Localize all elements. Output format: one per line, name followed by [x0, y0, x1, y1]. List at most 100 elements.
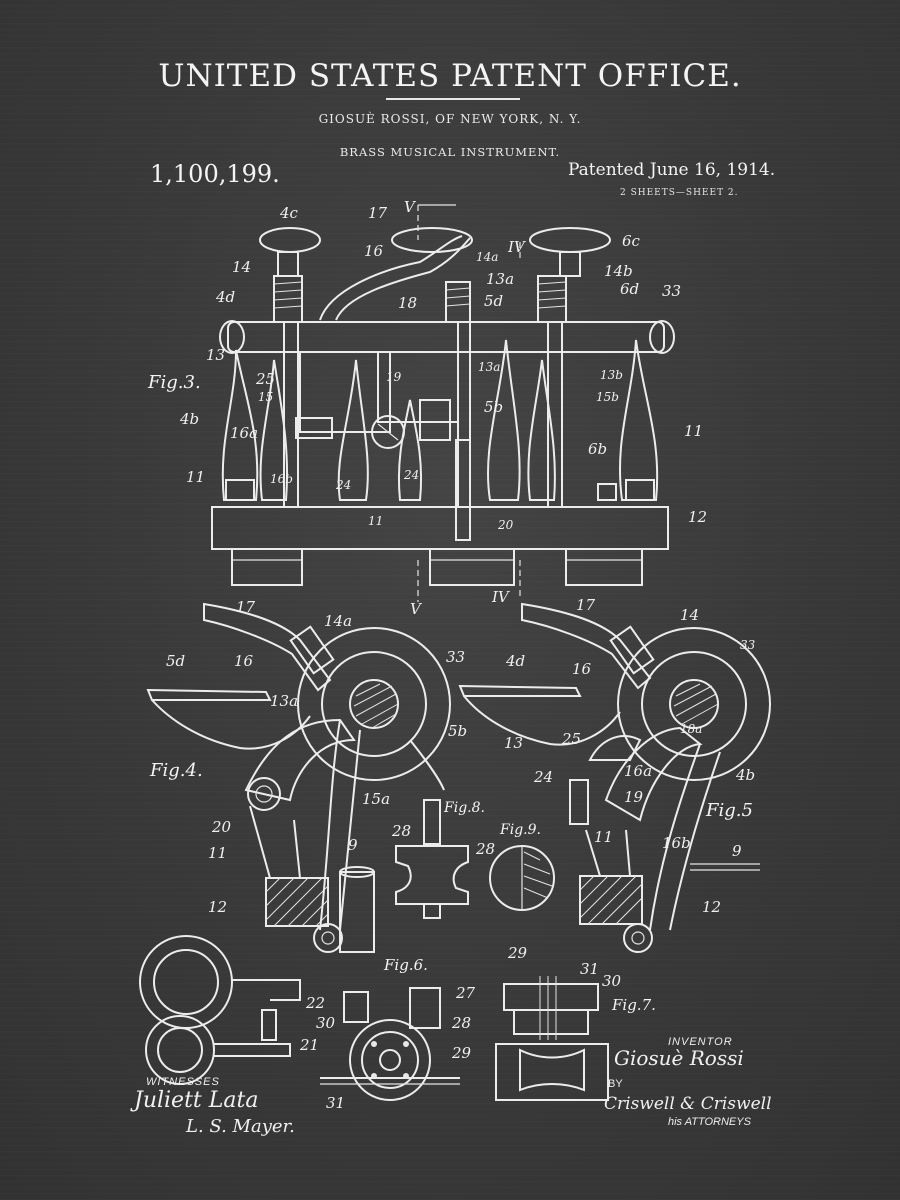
attorneys-label: his ATTORNEYS	[668, 1116, 751, 1128]
ref-numeral: 17	[236, 598, 256, 616]
ref-numeral: 6c	[622, 232, 640, 250]
ref-numeral: 13a	[486, 270, 515, 288]
ref-numeral: 11	[208, 844, 228, 862]
ref-numeral: 20	[498, 518, 514, 532]
ref-numeral: 16b	[270, 472, 293, 486]
invention-title: BRASS MUSICAL INSTRUMENT.	[339, 145, 561, 159]
ref-numeral: V	[410, 600, 421, 618]
sheet-info: 2 SHEETS—SHEET 2.	[620, 188, 739, 198]
ref-numeral: 16a	[230, 424, 259, 442]
ref-numeral: 14a	[476, 250, 499, 264]
ref-numeral: 31	[580, 960, 600, 978]
ref-numeral: 29	[452, 1044, 472, 1062]
ref-numeral: 13	[206, 346, 226, 364]
ref-numeral: 4d	[506, 652, 526, 670]
figure-3-drawing	[211, 204, 675, 602]
ref-numeral: 4c	[280, 204, 298, 222]
figure-5-drawing	[458, 602, 771, 953]
ref-numeral: 16	[572, 660, 592, 678]
ref-numeral: 13a	[270, 692, 299, 710]
figure-4-drawing	[146, 602, 451, 953]
ref-numeral: 18	[398, 294, 418, 312]
ref-numeral: 16a	[624, 762, 653, 780]
ref-numeral: 17	[576, 596, 596, 614]
figure-9-drawing	[489, 845, 555, 911]
ref-numeral: 4b	[180, 410, 200, 428]
by-label: BY	[608, 1078, 623, 1090]
ref-numeral: 17	[368, 204, 388, 222]
inventor-label: INVENTOR	[668, 1036, 733, 1048]
fig3-label: Fig.3.	[148, 372, 201, 393]
ref-numeral: 11	[594, 828, 614, 846]
ref-numeral: 15b	[596, 390, 619, 404]
ref-numeral: 15a	[362, 790, 391, 808]
ref-numeral: 29	[508, 944, 528, 962]
ref-numeral: 22	[306, 994, 326, 1012]
attorneys-signature: Criswell & Criswell	[604, 1094, 772, 1114]
ref-numeral: 30	[602, 972, 622, 990]
ref-numeral: 16	[364, 242, 384, 260]
ref-numeral: 4b	[736, 766, 756, 784]
ref-numeral: 11	[684, 422, 704, 440]
figure-7-drawing	[495, 976, 609, 1101]
fig7-label: Fig.7.	[612, 996, 656, 1014]
ref-numeral: 24	[534, 768, 554, 786]
figure-6-drawing	[320, 987, 460, 1101]
ref-numeral: 24	[404, 468, 420, 482]
ref-numeral: 6b	[588, 440, 608, 458]
ref-numeral: 33	[740, 638, 756, 652]
ref-numeral: 28	[452, 1014, 472, 1032]
ref-numeral: 12	[688, 508, 708, 526]
ref-numeral: 12	[208, 898, 228, 916]
ref-numeral: 33	[446, 648, 466, 666]
ref-numeral: 25	[256, 370, 276, 388]
ref-numeral: 24	[336, 478, 352, 492]
ref-numeral: 14	[232, 258, 252, 276]
ref-numeral: 18a	[680, 722, 703, 736]
ref-numeral: 19	[386, 370, 402, 384]
ref-numeral: 30	[316, 1014, 336, 1032]
ref-numeral: 14	[680, 606, 700, 624]
ref-numeral: 28	[392, 822, 412, 840]
ref-numeral: 16	[234, 652, 254, 670]
office-title: UNITED STATES PATENT OFFICE.	[158, 58, 742, 94]
ref-numeral: 5d	[484, 292, 504, 310]
ref-numeral: 12	[702, 898, 722, 916]
ring-attachment-drawing	[139, 935, 301, 1085]
ref-numeral: 16b	[662, 834, 691, 852]
ref-numeral: 5d	[166, 652, 186, 670]
ref-numeral: 5b	[448, 722, 468, 740]
title-underline	[386, 98, 520, 100]
fig5-label: Fig.5	[706, 800, 753, 821]
patent-number: 1,100,199.	[150, 160, 280, 188]
ref-numeral: 31	[326, 1094, 346, 1112]
witness-signature-1: Juliett Lata	[134, 1088, 259, 1113]
witnesses-label: WITNESSES	[146, 1076, 220, 1088]
ref-numeral: 13a	[478, 360, 501, 374]
ref-numeral: 25	[562, 730, 582, 748]
ref-numeral: 19	[624, 788, 644, 806]
ref-numeral: IV	[508, 238, 525, 256]
ref-numeral: IV	[492, 588, 509, 606]
ref-numeral: 6d	[620, 280, 640, 298]
ref-numeral: 33	[662, 282, 682, 300]
patent-date: Patented June 16, 1914.	[568, 160, 776, 180]
ref-numeral: 14a	[324, 612, 353, 630]
fig8-label: Fig.8.	[444, 800, 485, 816]
ref-numeral: 4d	[216, 288, 236, 306]
ref-numeral: 11	[368, 514, 384, 528]
inventor-line: GIOSUÈ ROSSI, OF NEW YORK, N. Y.	[318, 112, 582, 126]
ref-numeral: 14b	[604, 262, 633, 280]
ref-numeral: 15	[258, 390, 274, 404]
ref-numeral: 13	[504, 734, 524, 752]
ref-numeral: 21	[300, 1036, 320, 1054]
ref-numeral: 13b	[600, 368, 623, 382]
inventor-signature: Giosuè Rossi	[614, 1046, 744, 1070]
fig6-label: Fig.6.	[384, 956, 428, 974]
figure-8-drawing	[395, 799, 469, 919]
ref-numeral: 28	[476, 840, 496, 858]
ref-numeral: 11	[186, 468, 206, 486]
ref-numeral: 20	[212, 818, 232, 836]
